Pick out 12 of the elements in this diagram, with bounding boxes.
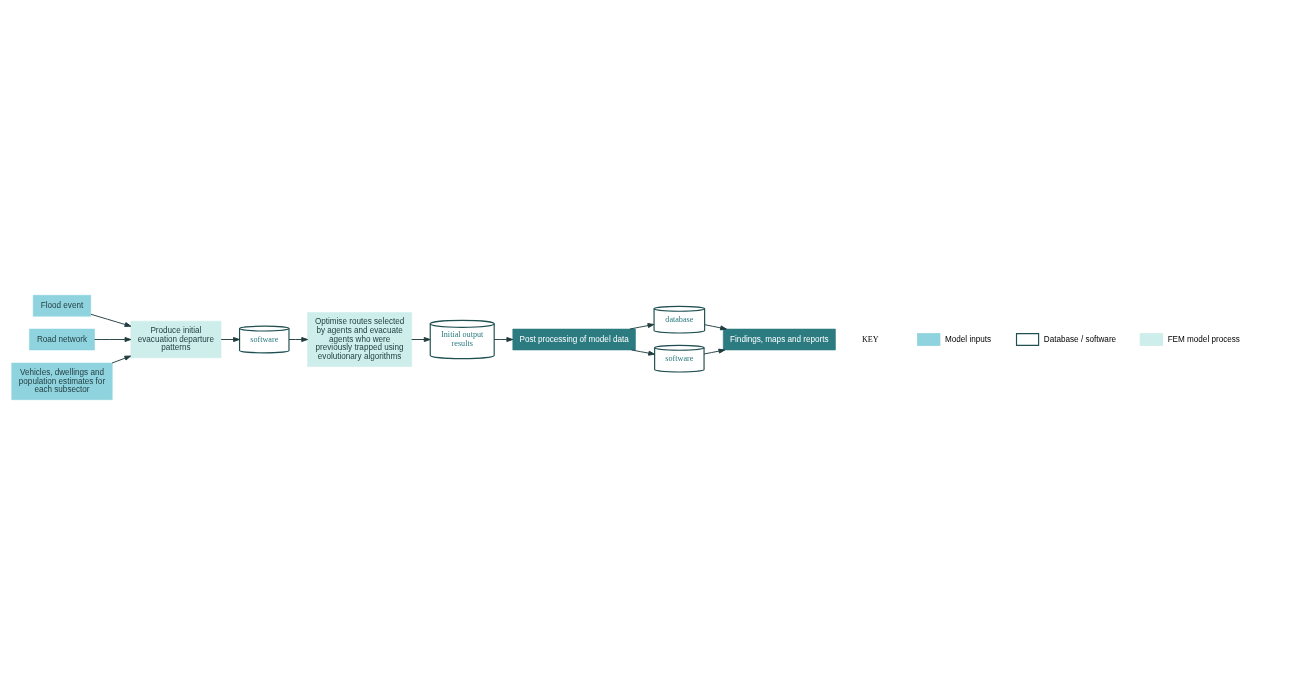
arrow	[411, 337, 431, 342]
label: KEY	[861, 334, 879, 344]
arrow	[94, 337, 132, 342]
arrow	[220, 337, 240, 342]
arrow	[629, 323, 655, 330]
arrow	[288, 337, 309, 342]
arrow	[704, 324, 727, 331]
arrow	[703, 348, 726, 355]
arrow	[90, 313, 132, 327]
arrow	[631, 349, 655, 356]
arrow	[493, 337, 514, 342]
arrow	[111, 355, 132, 364]
